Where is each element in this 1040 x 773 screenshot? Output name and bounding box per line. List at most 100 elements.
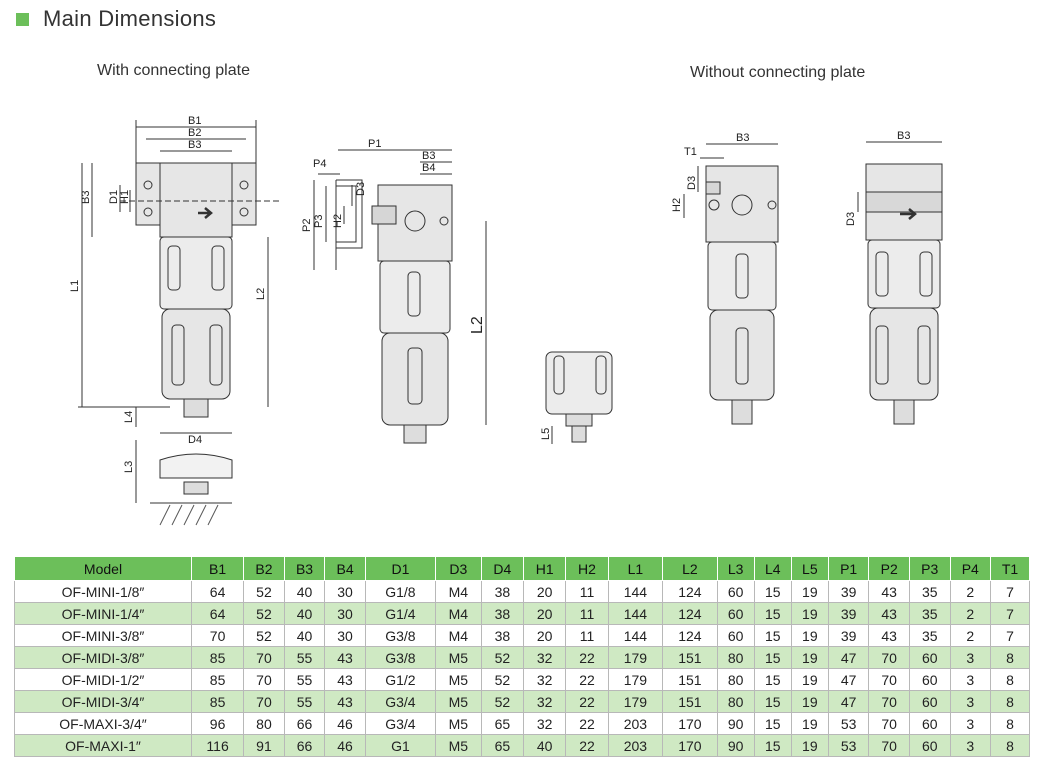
value-cell: 70 [868, 734, 910, 757]
value-cell: 70 [243, 690, 285, 713]
value-cell: 55 [283, 668, 326, 691]
value-cell: G3/4 [364, 690, 436, 713]
drawing-side-with-plate: P1 B3 B4 P4 P2 P3 H2 D3 L2 [301, 138, 487, 444]
model-cell: OF-MINI-1/4″ [14, 602, 192, 625]
value-cell: 70 [868, 690, 910, 713]
value-cell: 15 [753, 734, 792, 757]
value-cell: 35 [908, 580, 951, 603]
value-cell: 15 [753, 602, 792, 625]
value-cell: 124 [662, 602, 718, 625]
label-p2: P2 [301, 219, 313, 232]
value-cell: 47 [827, 690, 870, 713]
value-cell: 8 [990, 712, 1030, 735]
drawing-front-without-plate: B3 T1 D3 H2 [671, 132, 779, 425]
label-b3-side-view: B3 [422, 150, 435, 162]
column-header: L2 [662, 556, 718, 581]
value-cell: 60 [908, 646, 951, 669]
value-cell: 91 [243, 734, 285, 757]
value-cell: 179 [607, 690, 664, 713]
value-cell: 43 [868, 624, 910, 647]
value-cell: 15 [753, 668, 792, 691]
value-cell: 3 [949, 668, 992, 691]
value-cell: 39 [827, 580, 870, 603]
value-cell: G1 [364, 734, 436, 757]
value-cell: 32 [523, 668, 567, 691]
value-cell: 32 [523, 712, 567, 735]
value-cell: 60 [716, 602, 755, 625]
value-cell: 203 [607, 712, 664, 735]
value-cell: 7 [990, 602, 1030, 625]
value-cell: M5 [434, 734, 482, 757]
value-cell: 22 [565, 646, 609, 669]
value-cell: 52 [243, 602, 285, 625]
value-cell: 70 [868, 668, 910, 691]
column-header: Model [14, 556, 192, 581]
label-b3-side: B3 [80, 191, 92, 204]
view-label-without-plate: Without connecting plate [690, 64, 866, 81]
value-cell: 3 [949, 690, 992, 713]
column-header: H2 [565, 556, 609, 581]
model-cell: OF-MAXI-1″ [14, 734, 192, 757]
label-d4: D4 [188, 434, 202, 446]
value-cell: G1/8 [364, 580, 436, 603]
label-l5: L5 [540, 428, 552, 440]
drawing-bowl-detail: L5 [540, 351, 613, 444]
label-d3-section: D3 [845, 212, 857, 226]
column-header: P3 [908, 556, 951, 581]
value-cell: 15 [753, 690, 792, 713]
value-cell: 65 [480, 734, 525, 757]
column-header: B1 [190, 556, 245, 581]
value-cell: 124 [662, 624, 718, 647]
value-cell: 20 [523, 602, 567, 625]
value-cell: 124 [662, 580, 718, 603]
value-cell: 151 [662, 690, 718, 713]
value-cell: 19 [790, 624, 829, 647]
value-cell: 80 [716, 668, 755, 691]
column-header: D1 [364, 556, 436, 581]
value-cell: 43 [324, 690, 366, 713]
value-cell: 19 [790, 602, 829, 625]
column-header: L1 [607, 556, 664, 581]
value-cell: 8 [990, 646, 1030, 669]
value-cell: 15 [753, 712, 792, 735]
value-cell: 80 [243, 712, 285, 735]
label-l2-side: L2 [469, 316, 486, 334]
value-cell: 170 [662, 734, 718, 757]
value-cell: 66 [283, 712, 326, 735]
value-cell: 70 [243, 646, 285, 669]
drawing-front-with-plate: B1 B2 B3 B3 D1 H1 L1 L2 L4 D4 L3 [69, 115, 280, 526]
value-cell: G1/4 [364, 602, 436, 625]
value-cell: 22 [565, 712, 609, 735]
value-cell: 65 [480, 712, 525, 735]
value-cell: 80 [716, 646, 755, 669]
value-cell: 22 [565, 734, 609, 757]
column-header: B2 [243, 556, 285, 581]
page-title: Main Dimensions [43, 6, 217, 31]
value-cell: 43 [868, 580, 910, 603]
value-cell: 19 [790, 580, 829, 603]
label-b3-section: B3 [897, 130, 910, 142]
value-cell: 52 [243, 624, 285, 647]
label-h1: H1 [119, 190, 131, 204]
value-cell: 40 [523, 734, 567, 757]
value-cell: 66 [283, 734, 326, 757]
value-cell: 40 [283, 624, 326, 647]
value-cell: 170 [662, 712, 718, 735]
value-cell: 22 [565, 690, 609, 713]
value-cell: 30 [324, 602, 366, 625]
value-cell: 55 [283, 646, 326, 669]
value-cell: 7 [990, 624, 1030, 647]
value-cell: 43 [324, 668, 366, 691]
value-cell: 144 [607, 580, 664, 603]
value-cell: 7 [990, 580, 1030, 603]
value-cell: 20 [523, 624, 567, 647]
model-cell: OF-MIDI-3/8″ [14, 646, 192, 669]
column-header: P1 [827, 556, 870, 581]
value-cell: 8 [990, 734, 1030, 757]
value-cell: 55 [283, 690, 326, 713]
